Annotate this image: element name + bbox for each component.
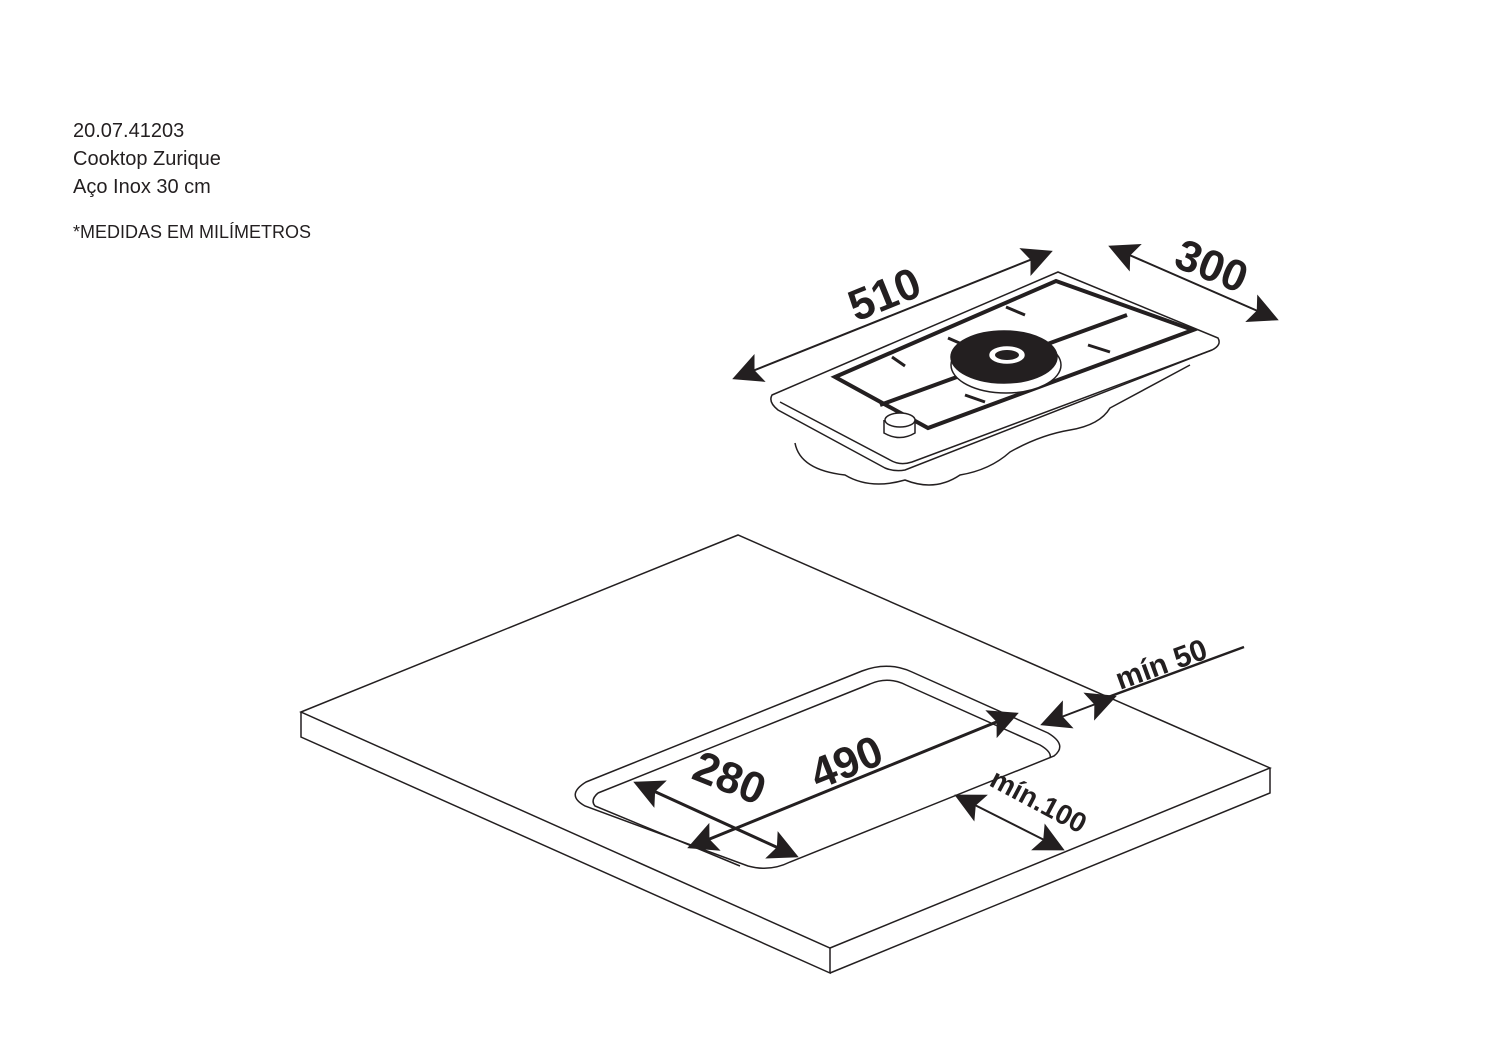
dim-arrow-280 (633, 780, 799, 859)
cooktop (770, 271, 1220, 486)
dim-510-label: 510 (841, 258, 927, 331)
dim-arrow-300 (1108, 244, 1279, 322)
product-material: Aço Inox 30 cm (73, 176, 211, 198)
dim-min50-label: mín 50 (1111, 633, 1212, 697)
product-code: 20.07.41203 (73, 120, 185, 142)
countertop (299, 534, 1272, 975)
dim-arrow-510 (732, 248, 1053, 382)
cutout (574, 665, 1061, 869)
knob-icon (883, 412, 916, 439)
dim-300-label: 300 (1168, 230, 1254, 303)
cutout-dimensions (633, 645, 1245, 859)
cooktop-dimensions (732, 244, 1279, 382)
units-note: *MEDIDAS EM MILÍMETROS (73, 222, 312, 242)
product-name: Cooktop Zurique (73, 148, 221, 170)
product-header: 20.07.41203 Cooktop Zurique Aço Inox 30 … (73, 117, 221, 201)
dim-arrow-min100 (954, 794, 1065, 851)
dim-arrow-min50 (1040, 692, 1117, 729)
